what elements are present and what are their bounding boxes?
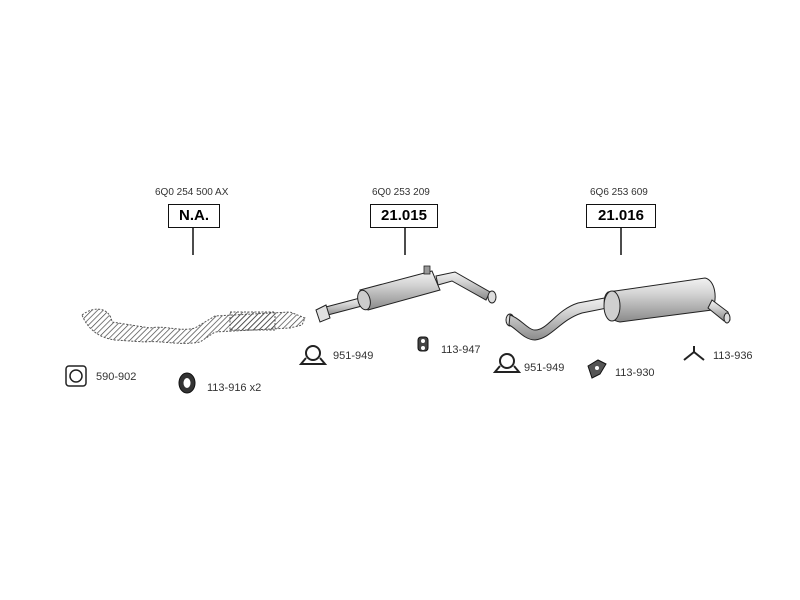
part-label-mounting-bracket[interactable]: 113-936 [713, 350, 753, 362]
rubber-hanger-icon [417, 336, 429, 352]
part-label-rubber-ring[interactable]: 113-916 x2 [207, 382, 262, 394]
oe-number-front-pipe: 6Q0 254 500 AX [155, 187, 229, 198]
oe-number-centre-silencer: 6Q0 253 209 [372, 187, 430, 198]
code-box-front-pipe[interactable]: N.A. [168, 204, 220, 228]
oe-number-rear-silencer: 6Q6 253 609 [590, 187, 648, 198]
centre-silencer [315, 265, 497, 323]
code-box-rear-silencer[interactable]: 21.016 [586, 204, 656, 228]
part-label-clamp-front[interactable]: 951-949 [333, 350, 374, 362]
clamp-icon [298, 345, 328, 365]
rubber-ring-icon [178, 372, 196, 394]
part-label-gasket[interactable]: 590-902 [96, 371, 137, 383]
clamp-icon [492, 353, 522, 373]
part-label-rubber-hanger[interactable]: 113-947 [441, 344, 481, 356]
mounting-bracket-icon [683, 346, 705, 361]
part-label-hanger-bracket[interactable]: 113-930 [615, 367, 655, 379]
part-label-clamp-rear[interactable]: 951-949 [524, 362, 565, 374]
gasket-icon [65, 365, 87, 387]
front-pipe-not-available [81, 308, 306, 344]
code-box-centre-silencer[interactable]: 21.015 [370, 204, 438, 228]
rear-silencer [505, 277, 731, 341]
hanger-bracket-icon [587, 359, 607, 379]
